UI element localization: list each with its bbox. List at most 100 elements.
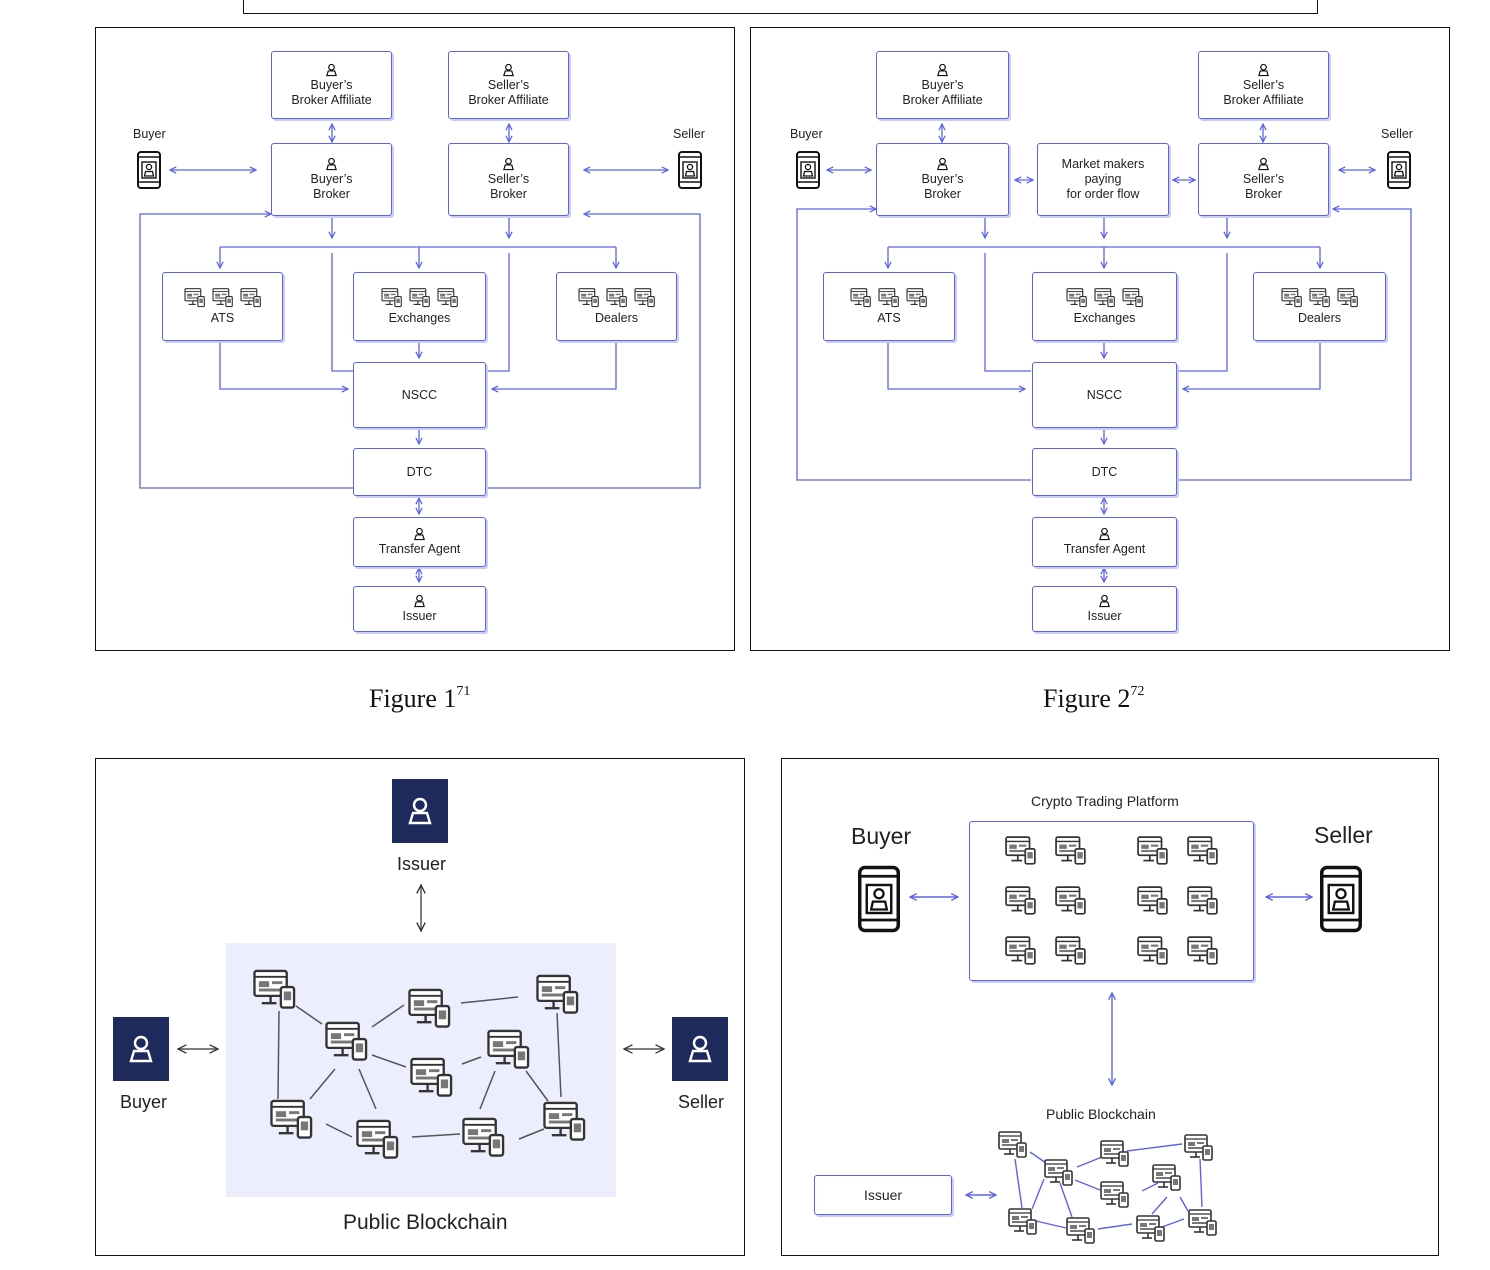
buyer-label: Buyer — [120, 1092, 168, 1112]
computer-node-icon — [1005, 836, 1037, 866]
nscc-box: NSCC — [353, 362, 486, 428]
computer-node-icon — [409, 288, 431, 308]
person-icon — [502, 63, 515, 77]
figure-4-panel: Crypto Trading Platform Buyer Seller Pub… — [781, 758, 1439, 1256]
computer-node-icon — [1008, 1208, 1038, 1236]
buyer-badge — [113, 1017, 169, 1081]
box-label-line1: Buyer’s — [921, 172, 964, 186]
nscc-label: NSCC — [401, 387, 438, 402]
seller-label: Seller — [1314, 822, 1373, 848]
computer-node-icon — [1005, 936, 1037, 966]
ats-label: ATS — [210, 310, 235, 325]
box-label-line1: Market makers — [1061, 157, 1145, 171]
market-makers-box: Market makers paying for order flow — [1037, 143, 1169, 216]
computer-node-icon — [1055, 936, 1087, 966]
issuer-box: Issuer — [1032, 586, 1177, 632]
box-label-line2: Broker — [490, 187, 527, 201]
computer-node-icon — [1152, 1164, 1182, 1192]
issuer-label: Issuer — [1087, 609, 1122, 623]
seller-broker-affiliate-box: Seller’s Broker Affiliate — [448, 51, 569, 119]
dealers-label: Dealers — [1297, 310, 1342, 325]
dtc-label: DTC — [1091, 464, 1118, 479]
crypto-platform-title: Crypto Trading Platform — [1031, 793, 1179, 809]
computer-node-icon — [536, 974, 580, 1016]
dtc-box: DTC — [353, 448, 486, 496]
dtc-label: DTC — [406, 464, 433, 479]
box-label-line2: Broker — [924, 187, 961, 201]
computer-node-icon — [270, 1099, 314, 1141]
person-icon — [1098, 594, 1111, 608]
person-icon — [325, 157, 338, 171]
buyer-broker-affiliate-box: Buyer’s Broker Affiliate — [876, 51, 1009, 119]
box-label-line2: Broker Affiliate — [902, 92, 983, 107]
transfer-agent-box: Transfer Agent — [1032, 517, 1177, 567]
public-blockchain-label: Public Blockchain — [1046, 1106, 1156, 1122]
computer-node-icon — [606, 288, 628, 308]
box-label-line1: Seller’s — [487, 77, 530, 92]
computer-node-icon — [253, 969, 297, 1011]
computer-node-icon — [356, 1119, 400, 1161]
computer-node-icon — [1188, 1209, 1218, 1237]
exchanges-box: Exchanges — [353, 272, 486, 341]
seller-label: Seller — [1381, 127, 1413, 141]
transfer-agent-box: Transfer Agent — [353, 517, 486, 567]
buyer-broker-affiliate-box: Buyer’s Broker Affiliate — [271, 51, 392, 119]
footnote-number: 71 — [456, 684, 471, 699]
computer-node-icon — [1044, 1159, 1074, 1187]
computer-node-icon — [1136, 1215, 1166, 1243]
seller-phone-icon — [678, 151, 702, 189]
person-icon — [1257, 157, 1270, 171]
dealers-box: Dealers — [556, 272, 677, 341]
issuer-label: Issuer — [863, 1187, 903, 1203]
computer-node-icon — [437, 288, 459, 308]
computer-node-icon — [878, 288, 900, 308]
ats-box: ATS — [823, 272, 955, 341]
footnote-number: 72 — [1130, 684, 1145, 699]
computer-node-icon — [1066, 288, 1088, 308]
person-icon — [413, 527, 426, 541]
computer-node-icon — [240, 288, 262, 308]
nscc-box: NSCC — [1032, 362, 1177, 428]
box-label-line1: Buyer’s — [921, 77, 964, 92]
seller-label: Seller — [673, 127, 705, 141]
computer-node-icon — [1281, 288, 1303, 308]
seller-badge — [672, 1017, 728, 1081]
nscc-label: NSCC — [1086, 387, 1123, 402]
issuer-badge — [392, 779, 448, 843]
person-icon — [686, 1034, 714, 1064]
person-icon — [936, 63, 949, 77]
seller-broker-box: Seller’s Broker — [448, 143, 569, 216]
exchanges-label: Exchanges — [388, 310, 451, 325]
computer-node-icon — [1187, 836, 1219, 866]
computer-node-icon — [1137, 936, 1169, 966]
computer-node-icon — [850, 288, 872, 308]
issuer-label: Issuer — [397, 854, 447, 874]
computer-node-icon — [1137, 836, 1169, 866]
box-label-line2: Broker Affiliate — [1223, 92, 1304, 107]
issuer-box: Issuer — [353, 586, 486, 632]
issuer-label: Issuer — [402, 609, 437, 623]
computer-node-icon — [543, 1101, 587, 1143]
computer-node-icon — [1066, 1217, 1096, 1245]
ats-label: ATS — [877, 310, 901, 325]
computer-node-icon — [998, 1131, 1028, 1159]
computer-node-icon — [1184, 1134, 1214, 1162]
seller-phone-icon — [1320, 863, 1362, 935]
computer-node-icon — [487, 1029, 531, 1071]
computer-node-icon — [1187, 936, 1219, 966]
computer-node-icon — [1100, 1181, 1130, 1209]
computer-node-icon — [1005, 886, 1037, 916]
buyer-label: Buyer — [851, 823, 912, 849]
buyer-phone-icon — [858, 863, 900, 935]
box-label-line1: Seller’s — [1242, 172, 1285, 186]
person-icon — [936, 157, 949, 171]
computer-node-icon — [1187, 886, 1219, 916]
buyer-label: Buyer — [790, 127, 823, 141]
seller-broker-affiliate-box: Seller’s Broker Affiliate — [1198, 51, 1329, 119]
box-label-line2: Broker Affiliate — [291, 92, 372, 107]
figure-2-caption: Figure 272 — [1043, 684, 1144, 714]
caption-text: Figure 2 — [1043, 684, 1131, 713]
computer-node-icon — [381, 288, 403, 308]
person-icon — [502, 157, 515, 171]
figure-2-connectors — [796, 28, 1412, 652]
